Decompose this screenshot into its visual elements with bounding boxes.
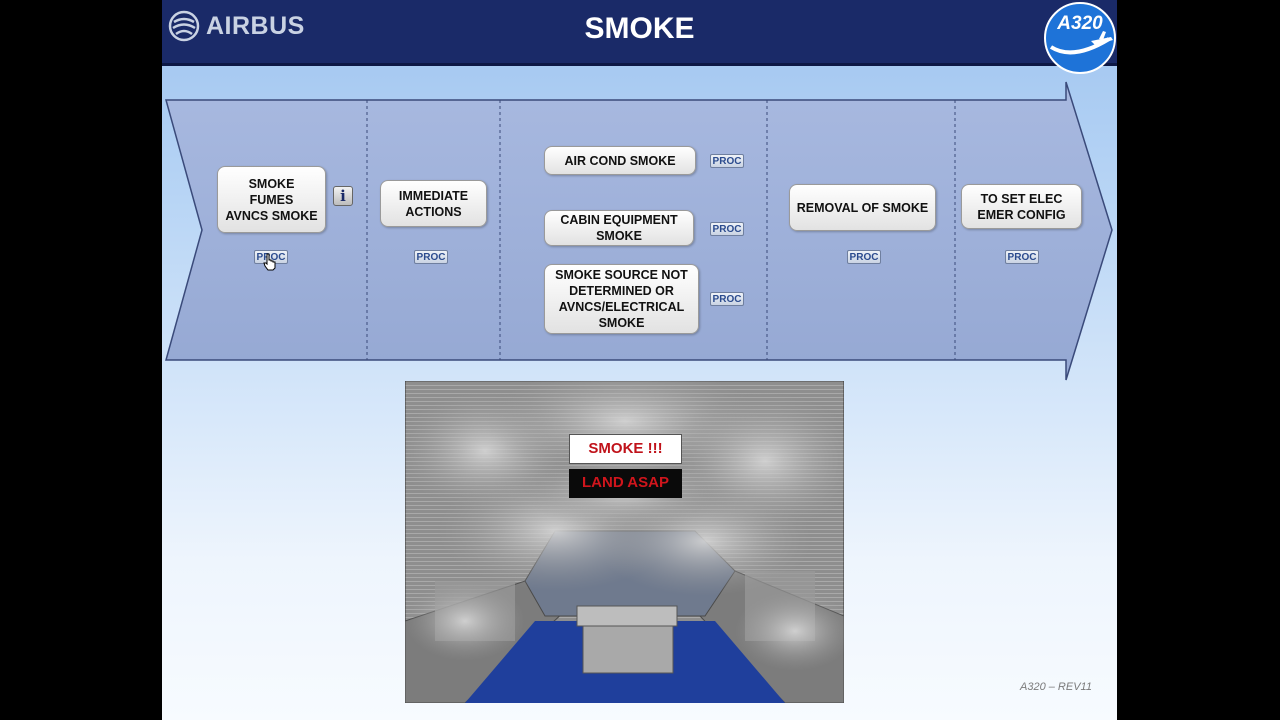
smoke-fumes-box[interactable]: SMOKE FUMES AVNCS SMOKE: [217, 166, 326, 233]
a320-badge-text: A320: [1057, 13, 1103, 34]
elec-emer-config-box[interactable]: TO SET ELEC EMER CONFIG: [961, 184, 1082, 229]
a320-badge: A320: [1043, 1, 1117, 75]
removal-of-smoke-box[interactable]: REMOVAL OF SMOKE: [789, 184, 936, 231]
air-cond-smoke-label: AIR COND SMOKE: [564, 153, 676, 168]
airbus-swirl-icon: [168, 10, 200, 42]
header-bar: AIRBUS SMOKE: [162, 0, 1117, 66]
slide: AIRBUS SMOKE A320 SMOKE FUMES AVNCS SMOK…: [162, 0, 1117, 720]
proc-button-smoke-fumes[interactable]: PROC: [254, 250, 288, 264]
proc-button-immediate-actions[interactable]: PROC: [414, 250, 448, 264]
airbus-logo: AIRBUS: [168, 10, 305, 42]
cabin-equipment-smoke-box[interactable]: CABIN EQUIPMENT SMOKE: [544, 210, 694, 246]
revision-footer: A320 – REV11: [1020, 681, 1092, 693]
immediate-actions-label: IMMEDIATE ACTIONS: [398, 188, 469, 219]
proc-button-smoke-source[interactable]: PROC: [710, 292, 744, 306]
proc-button-air-cond-smoke[interactable]: PROC: [710, 154, 744, 168]
mouse-cursor-icon: [263, 253, 276, 271]
air-cond-smoke-box[interactable]: AIR COND SMOKE: [544, 146, 696, 175]
land-asap-label: LAND ASAP: [569, 469, 682, 498]
proc-button-removal-of-smoke[interactable]: PROC: [847, 250, 881, 264]
smoke-alert-label: SMOKE !!!: [569, 434, 682, 464]
page-title: SMOKE: [584, 12, 695, 45]
elec-emer-config-label: TO SET ELEC EMER CONFIG: [977, 191, 1066, 222]
proc-button-cabin-equipment-smoke[interactable]: PROC: [710, 222, 744, 236]
smoke-source-not-determined-label: SMOKE SOURCE NOT DETERMINED OR AVNCS/ELE…: [555, 268, 688, 330]
info-icon[interactable]: i: [333, 186, 353, 206]
smoke-source-not-determined-box[interactable]: SMOKE SOURCE NOT DETERMINED OR AVNCS/ELE…: [544, 264, 699, 334]
cockpit-smoke-image: SMOKE !!! LAND ASAP: [395, 366, 865, 704]
smoke-fumes-label: SMOKE FUMES AVNCS SMOKE: [225, 176, 318, 223]
removal-of-smoke-label: REMOVAL OF SMOKE: [796, 200, 929, 215]
airbus-logo-text: AIRBUS: [206, 11, 305, 40]
immediate-actions-box[interactable]: IMMEDIATE ACTIONS: [380, 180, 487, 227]
cabin-equipment-smoke-label: CABIN EQUIPMENT SMOKE: [560, 213, 678, 243]
proc-button-elec-emer-config[interactable]: PROC: [1005, 250, 1039, 264]
